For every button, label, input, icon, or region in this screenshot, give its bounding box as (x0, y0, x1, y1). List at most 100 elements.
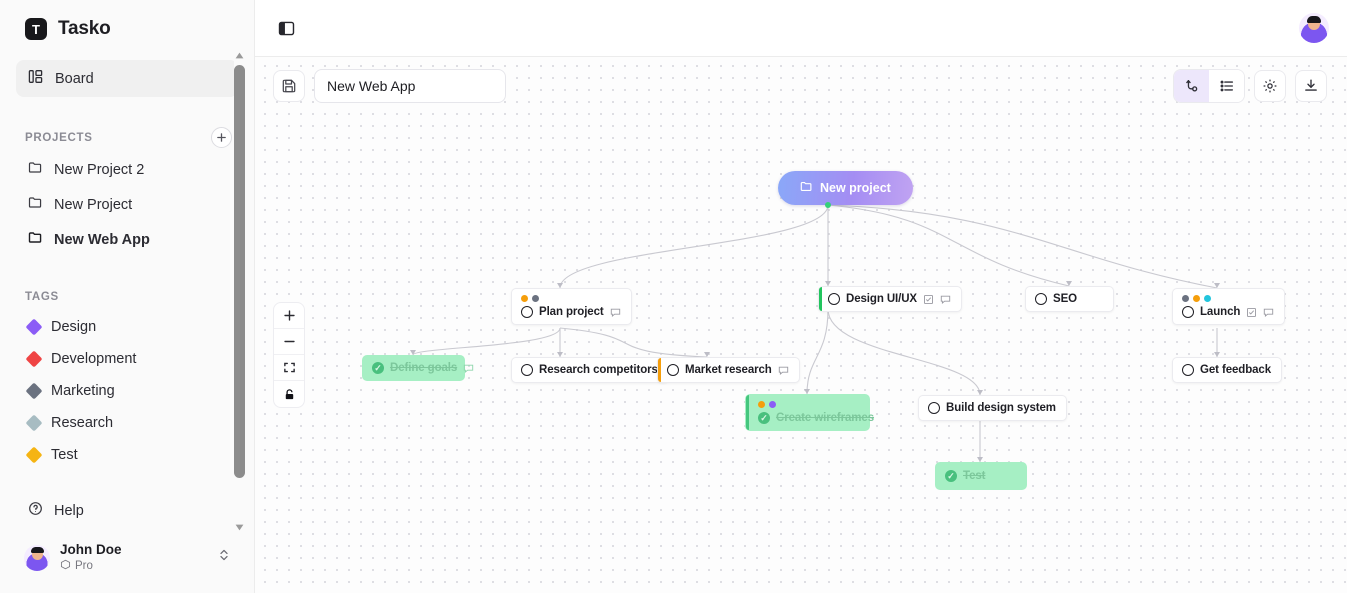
tag-dot (1182, 295, 1189, 302)
folder-icon (800, 180, 813, 196)
checklist-icon[interactable] (923, 294, 934, 305)
comment-icon[interactable] (463, 363, 474, 374)
checkbox-icon[interactable] (828, 293, 840, 305)
graph-node-launch[interactable]: Launch (1172, 288, 1286, 325)
projects-section-header: PROJECTS (0, 127, 254, 148)
user-account-row[interactable]: John Doe Pro (16, 536, 238, 579)
sidebar-tag-design[interactable]: Design (16, 311, 238, 343)
checkbox-icon[interactable] (928, 402, 940, 414)
sidebar-tag-label: Test (51, 447, 78, 464)
checkbox-icon[interactable] (1035, 293, 1047, 305)
gear-icon[interactable] (1254, 70, 1286, 102)
app-logo-icon: T (25, 18, 47, 40)
sidebar-item-help[interactable]: Help (16, 493, 238, 528)
checkbox-checked-icon[interactable]: ✓ (945, 470, 957, 482)
graph-node-test[interactable]: ✓ Test (935, 462, 1027, 490)
graph-node-get-feedback[interactable]: Get feedback (1172, 357, 1283, 383)
graph-node-label: Define goals (390, 362, 458, 374)
comment-icon[interactable] (1263, 307, 1274, 318)
sidebar-tag-development[interactable]: Development (16, 343, 238, 375)
sidebar-item-board-label: Board (55, 70, 94, 87)
graph-node-research-competitors[interactable]: Research competitors (511, 357, 669, 383)
project-title-input[interactable] (314, 69, 506, 103)
root-connection-handle[interactable] (825, 202, 831, 208)
graph-node-build-design-system[interactable]: Build design system (918, 395, 1067, 421)
checkbox-icon[interactable] (1182, 364, 1194, 376)
checkbox-checked-icon[interactable]: ✓ (372, 362, 384, 374)
help-circle-icon (28, 501, 43, 520)
mindmap-canvas[interactable]: New project Plan project (255, 57, 1347, 593)
graph-node-label: Get feedback (1200, 364, 1272, 376)
panel-left-icon[interactable] (269, 12, 303, 44)
tags-title: TAGS (25, 291, 59, 304)
download-icon[interactable] (1295, 70, 1327, 102)
node-tag-dots (521, 295, 621, 302)
canvas-toolbar-right (1173, 69, 1327, 103)
zoom-out-button[interactable] (274, 329, 304, 355)
scroll-up-arrow-icon[interactable] (234, 50, 245, 61)
sidebar-project-label: New Web App (54, 231, 150, 248)
view-mode-switch (1173, 69, 1245, 103)
brand: T Tasko (0, 0, 254, 56)
scrollbar-thumb[interactable] (234, 65, 245, 478)
graph-node-root-label: New project (820, 181, 891, 195)
user-name: John Doe (60, 542, 122, 558)
graph-node-design-ui-ux[interactable]: Design UI/UX (818, 286, 963, 312)
plan-label: Pro (75, 560, 93, 572)
tag-color-swatch (25, 446, 43, 464)
graph-node-label: Research competitors (539, 364, 658, 376)
view-tree-button[interactable] (1174, 70, 1209, 102)
tag-dot (769, 401, 776, 408)
comment-icon[interactable] (940, 294, 951, 305)
checkbox-icon[interactable] (1182, 306, 1194, 318)
view-list-button[interactable] (1209, 70, 1244, 102)
sidebar-tag-research[interactable]: Research (16, 407, 238, 439)
top-bar (255, 0, 1347, 57)
checkbox-icon[interactable] (667, 364, 679, 376)
add-project-button[interactable] (211, 127, 232, 148)
sidebar-tag-test[interactable]: Test (16, 439, 238, 471)
checklist-icon[interactable] (1246, 307, 1257, 318)
comment-icon[interactable] (778, 365, 789, 376)
node-accent-bar (819, 287, 822, 311)
plan-badge-icon (60, 559, 71, 573)
folder-icon (28, 160, 43, 179)
user-avatar[interactable] (1299, 13, 1329, 43)
graph-node-root[interactable]: New project (778, 171, 913, 205)
checkbox-icon[interactable] (521, 364, 533, 376)
graph-node-label: Market research (685, 364, 772, 376)
tag-dot (521, 295, 528, 302)
checkbox-checked-icon[interactable]: ✓ (758, 412, 770, 424)
scroll-down-arrow-icon[interactable] (234, 522, 245, 533)
tag-dot (758, 401, 765, 408)
sidebar-project-new-project[interactable]: New Project (16, 187, 238, 222)
chevron-updown-icon[interactable] (218, 548, 230, 567)
sidebar-help-label: Help (54, 502, 84, 519)
app-name: Tasko (58, 18, 111, 39)
sidebar-project-label: New Project (54, 196, 133, 213)
comment-icon[interactable] (610, 307, 621, 318)
lock-button[interactable] (274, 381, 304, 407)
graph-node-seo[interactable]: SEO (1025, 286, 1114, 312)
fit-view-button[interactable] (274, 355, 304, 381)
node-accent-bar (658, 358, 661, 382)
tag-color-swatch (25, 318, 43, 336)
sidebar-item-board[interactable]: Board (16, 60, 238, 97)
sidebar-project-new-web-app[interactable]: New Web App (16, 222, 238, 257)
graph-node-label: Design UI/UX (846, 293, 918, 305)
graph-node-plan-project[interactable]: Plan project (511, 288, 632, 325)
sidebar-project-new-project-2[interactable]: New Project 2 (16, 152, 238, 187)
sidebar-scrollbar[interactable] (234, 50, 245, 533)
graph-node-label: Create wireframes (776, 412, 875, 424)
graph-node-market-research[interactable]: Market research (657, 357, 800, 383)
projects-title: PROJECTS (25, 131, 93, 144)
graph-node-label: SEO (1053, 293, 1077, 305)
graph-node-label: Plan project (539, 306, 604, 318)
checkbox-icon[interactable] (521, 306, 533, 318)
graph-node-define-goals[interactable]: ✓ Define goals (362, 355, 474, 381)
graph-node-create-wireframes[interactable]: ✓ Create wireframes (745, 394, 874, 431)
zoom-in-button[interactable] (274, 303, 304, 329)
save-icon[interactable] (273, 70, 305, 102)
graph-edges (410, 204, 1220, 462)
sidebar-tag-marketing[interactable]: Marketing (16, 375, 238, 407)
